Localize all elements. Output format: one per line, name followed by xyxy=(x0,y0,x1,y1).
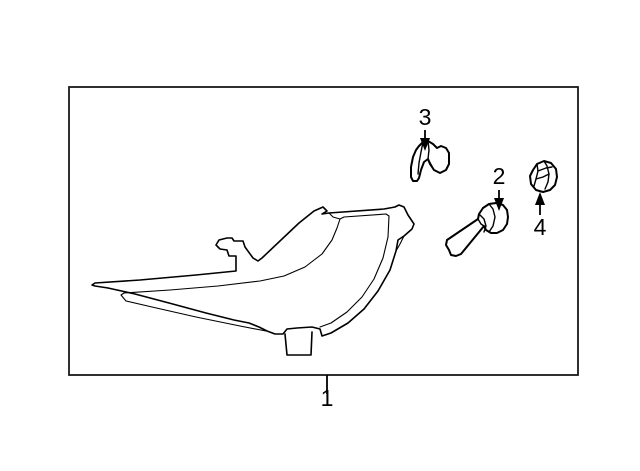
hex-nut-facet-line-1 xyxy=(533,163,539,187)
part-main-body-panel[interactable] xyxy=(91,204,415,356)
hex-nut-facet-line-3 xyxy=(537,166,553,172)
callout-1-group[interactable]: 1 xyxy=(321,375,334,411)
main-body-panel-upper-ridge xyxy=(328,212,341,220)
retainer-clip-inner-line-2 xyxy=(427,158,435,171)
part-hex-nut[interactable] xyxy=(529,160,558,193)
part-retainer-clip[interactable] xyxy=(410,140,450,182)
callout-2-arrowhead xyxy=(494,198,504,211)
callout-4-group[interactable]: 4 xyxy=(534,192,547,240)
callout-2-group[interactable]: 2 xyxy=(493,163,506,211)
callout-3-arrowhead xyxy=(420,138,430,151)
main-body-panel-inner-edge-lower xyxy=(120,292,267,332)
flanged-bolt-head-line xyxy=(478,213,487,233)
callout-2-label: 2 xyxy=(493,163,506,189)
flanged-bolt-shank-line xyxy=(477,218,485,227)
retainer-clip-inner-line-3 xyxy=(417,141,424,175)
callout-4-label: 4 xyxy=(534,214,547,240)
main-body-panel-inner-contour xyxy=(123,213,390,328)
flanged-bolt-outline xyxy=(445,202,509,257)
callout-1-label: 1 xyxy=(321,385,334,411)
callout-3-group[interactable]: 3 xyxy=(419,104,432,151)
part-flanged-bolt[interactable] xyxy=(445,202,509,257)
hex-nut-facet-line-4 xyxy=(535,173,550,180)
flanged-bolt-flange-line xyxy=(488,203,496,233)
main-body-panel-right-notch xyxy=(395,235,405,252)
main-body-panel-bottom-tab xyxy=(284,331,313,356)
callout-3-label: 3 xyxy=(419,104,432,130)
callout-4-arrowhead xyxy=(535,192,545,205)
retainer-clip-inner-line xyxy=(427,140,430,160)
